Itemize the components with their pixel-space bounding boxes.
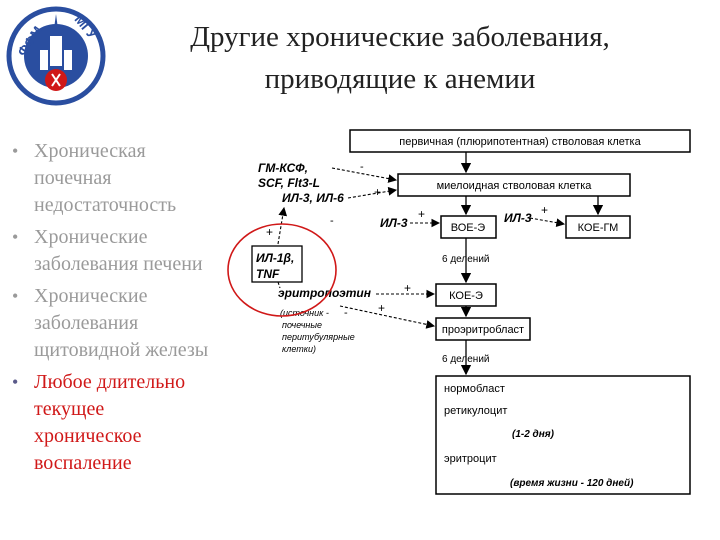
label-il3-il6: ИЛ-3, ИЛ-6 [282, 191, 344, 205]
label-source-3: перитубулярные [282, 332, 355, 342]
label-divisions-2: 6 делений [442, 354, 490, 365]
label-reticulocyte: ретикулоцит [444, 405, 507, 417]
highlight-circle [227, 223, 337, 317]
box-boe [440, 215, 497, 239]
sign-plus-2: + [418, 207, 425, 221]
label-reticulocyte-time: (1-2 дня) [512, 429, 555, 440]
box-stem-cell [349, 129, 691, 153]
bullet-dot-icon: • [12, 286, 19, 306]
label-erythropoietin: эритропоэтин [278, 286, 372, 300]
arrow-gmcsf-to-myeloid [331, 167, 398, 183]
label-il3-a: ИЛ-3 [380, 216, 408, 230]
label-normoblast: нормобласт [444, 383, 505, 395]
box-myeloid-cell [397, 173, 631, 197]
title-line-1: Другие хронические заболевания, [190, 21, 610, 53]
bullet-dot-icon: • [12, 141, 19, 161]
label-source-4: клетки) [282, 344, 316, 354]
title-line-2: приводящие к анемии [264, 63, 536, 95]
label-erythrocyte: эритроцит [444, 453, 497, 465]
slide-title: Другие хронические заболевания, приводящ… [120, 16, 680, 100]
sign-plus-6: + [378, 301, 385, 315]
sign-plus-3: + [541, 203, 548, 217]
label-proerythroblast: проэритробласт [442, 324, 524, 336]
box-koe-gm [565, 215, 631, 239]
sign-minus-1: - [360, 161, 364, 173]
label-koe-gm: КОЕ-ГМ [578, 222, 619, 234]
bullet-dot-icon: • [12, 372, 19, 392]
label-koe-e: КОЕ-Э [449, 290, 483, 302]
arrow-epo-to-pro [339, 305, 436, 329]
label-divisions-1: 6 делений [442, 254, 490, 265]
arrow-tnf-to-epo [277, 281, 281, 289]
box-mature-cells [435, 375, 691, 495]
box-il1-tnf [251, 245, 303, 283]
arrow-il36-to-myeloid [347, 186, 398, 199]
sign-plus-4: + [266, 225, 273, 239]
bullet-item: • Хронические заболевания печени [12, 226, 203, 275]
bullet-dot-icon: • [12, 227, 19, 247]
bullet-item: • Хроническая почечная недостаточность [12, 140, 177, 216]
label-tnf: TNF [256, 267, 280, 281]
box-proerythroblast [435, 317, 531, 341]
bullet-item-highlighted: • Любое длительно текущее хроническое во… [12, 371, 186, 474]
label-il1: ИЛ-1β, [256, 251, 294, 265]
bullet-list: • Хроническая почечная недостаточность •… [10, 138, 255, 482]
sign-minus-2: - [330, 215, 334, 227]
label-scf-flt3l: SCF, Flt3-L [258, 176, 320, 190]
sign-plus-1: + [374, 185, 381, 199]
arrow-tnf-inhibit-il3 [277, 206, 288, 245]
arrow-il3-to-koegm [529, 217, 566, 227]
label-boe: ВОЕ-Э [451, 222, 486, 234]
label-source-1: (источник - [280, 308, 329, 318]
bullet-item: • Хронические заболевания щитовидной жел… [12, 285, 209, 361]
label-stem-cell: первичная (плюрипотентная) стволовая кле… [399, 136, 641, 148]
label-erythrocyte-life: (время жизни - 120 дней) [510, 478, 634, 489]
sign-plus-5: + [404, 281, 411, 295]
label-gm-csf: ГМ-КСФ, [258, 161, 308, 175]
sign-minus-3: - [344, 307, 348, 319]
label-source-2: почечные [282, 320, 322, 330]
label-myeloid-cell: миелоидная стволовая клетка [437, 180, 593, 192]
university-logo: ФФМ МГУ [6, 6, 106, 106]
label-il3-b: ИЛ-3 [504, 211, 532, 225]
